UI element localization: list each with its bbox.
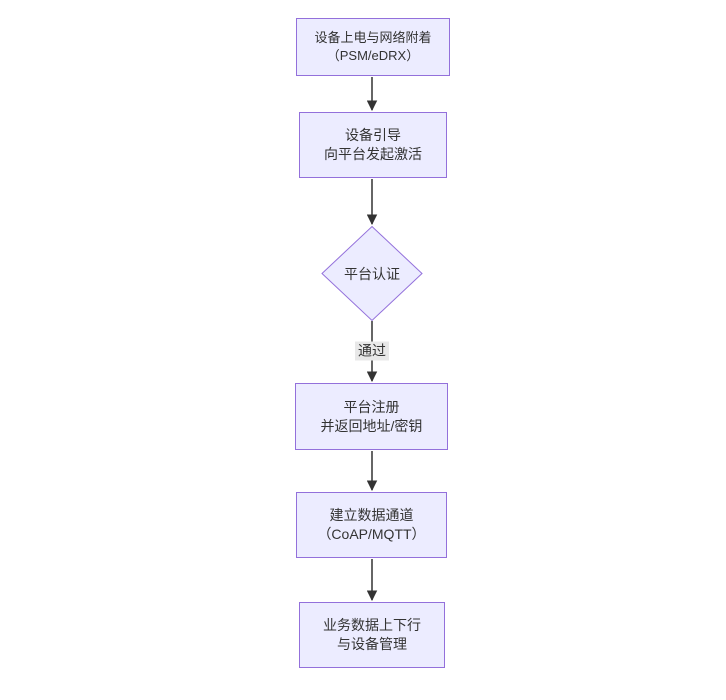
node-text-line: 向平台发起激活 (324, 146, 422, 162)
flow-node-platform-register: 平台注册 并返回地址/密钥 (295, 383, 448, 450)
flow-node-power-attach: 设备上电与网络附着 （PSM/eDRX） (296, 18, 450, 76)
flow-node-data-channel: 建立数据通道 （CoAP/MQTT） (296, 492, 447, 558)
node-text-line: 平台注册 (343, 398, 400, 415)
flow-node-bootstrap: 设备引导 向平台发起激活 (299, 112, 447, 178)
node-text-line: 平台认证 (344, 265, 400, 282)
node-text-line: 与设备管理 (337, 636, 407, 652)
node-text-line: 建立数据通道 (329, 507, 414, 523)
node-text-line: 设备上电与网络附着 (314, 30, 432, 45)
node-text-line: 设备引导 (345, 127, 401, 143)
edge-label-pass: 通过 (355, 341, 389, 361)
node-text-line: 业务数据上下行 (323, 617, 421, 633)
node-text-line: （PSM/eDRX） (326, 48, 420, 63)
flow-node-business-data: 业务数据上下行 与设备管理 (299, 602, 445, 668)
decision-diamond (321, 225, 423, 322)
flow-node-platform-auth: 平台认证 (322, 226, 422, 321)
node-text-line: 并返回地址/密钥 (320, 417, 423, 434)
node-text-line: （CoAP/MQTT） (317, 526, 426, 542)
